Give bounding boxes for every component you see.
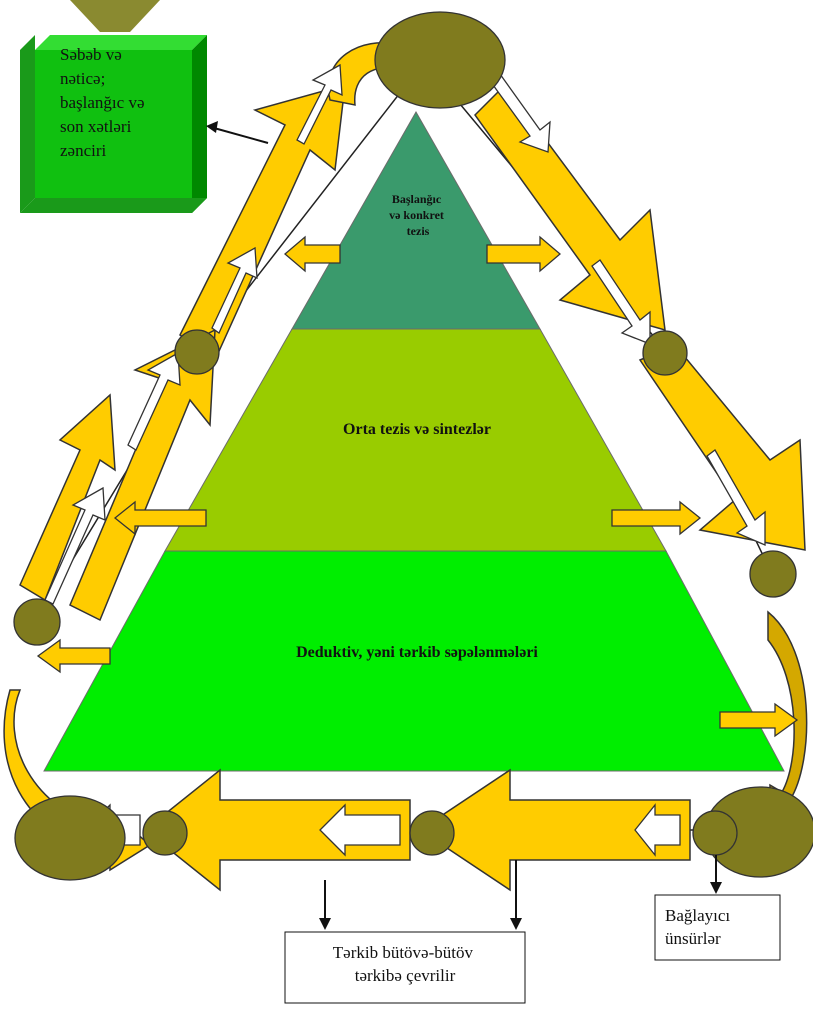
left-side-arrows <box>19 83 346 622</box>
white-arrow-bottom-2 <box>319 803 401 857</box>
node-right-lower <box>749 550 797 598</box>
whole-to-whole-line-1: Tərkib bütövə-bütöv <box>333 943 474 962</box>
tier-arrow-top-left <box>283 235 341 273</box>
node-bottom-left-large <box>14 795 126 881</box>
connectors-line-2: ünsürlər <box>665 929 721 948</box>
cause-effect-line-5: zənciri <box>60 141 107 160</box>
white-arrow-left-1 <box>296 63 343 145</box>
right-arrow-lower <box>638 344 806 551</box>
tier-arrow-bottom-right <box>719 702 799 738</box>
pyramid-bottom-tier <box>43 550 785 772</box>
green-box-top <box>35 35 207 50</box>
bottom-arrows <box>143 768 691 892</box>
pyramid: Başlanğıc və konkret tezis Orta tezis və… <box>43 110 785 772</box>
whole-to-whole-box <box>284 931 526 1004</box>
pyramid-top-label: Başlanğıc və konkret tezis <box>389 192 447 238</box>
node-left-lower <box>13 598 61 646</box>
tier-arrow-middle-right <box>611 500 702 536</box>
pyramid-top-label-line-1: Başlanğıc <box>392 192 442 206</box>
pyramid-middle-label: Orta tezis və sintezlər <box>343 421 491 438</box>
cause-effect-pointer <box>213 127 269 144</box>
tier-arrow-bottom-left <box>36 638 111 674</box>
connector-nodes <box>13 11 813 881</box>
node-bottom-2 <box>409 810 455 856</box>
connectors-line-1: Bağlayıcı <box>665 906 730 925</box>
whole-to-whole-text: Tərkib bütövə-bütöv tərkibə çevrilir <box>333 943 477 985</box>
bottom-arrow-right <box>418 768 691 892</box>
bottom-arrow-left <box>143 768 411 892</box>
cause-effect-line-3: başlanğıc və <box>60 93 145 112</box>
green-box-side <box>192 35 207 213</box>
green-box-front <box>35 50 192 198</box>
connectors-callout: Bağlayıcı ünsürlər <box>654 855 781 961</box>
connectors-text: Bağlayıcı ünsürlər <box>665 906 734 948</box>
white-arrow-bottom-1 <box>634 803 681 857</box>
pyramid-bottom-label: Deduktiv, yəni tərkib səpələnmələri <box>296 644 538 661</box>
node-bottom-3 <box>692 810 738 856</box>
whole-pointer-right-head <box>510 918 522 930</box>
node-bottom-1 <box>142 810 188 856</box>
cause-effect-line-4: son xətləri <box>60 117 132 136</box>
connectors-box <box>654 894 781 961</box>
right-side-arrows <box>474 83 806 551</box>
whole-pointer-left-head <box>319 918 331 930</box>
cause-effect-line-1: Səbəb və <box>60 45 122 64</box>
node-right-upper <box>642 330 688 376</box>
tier-arrows <box>36 235 799 738</box>
tier-arrow-middle-left <box>113 500 207 536</box>
white-arrow-left-3 <box>127 351 181 451</box>
green-box-bottom <box>20 198 207 213</box>
white-arrow-left-2 <box>211 246 258 334</box>
tier-arrow-top-right <box>486 235 562 273</box>
left-arrow-upper <box>179 83 346 362</box>
pyramid-top-tier <box>291 110 541 330</box>
whole-to-whole-line-2: tərkibə çevrilir <box>355 966 456 985</box>
pyramid-top-label-line-2: və konkret <box>389 208 444 222</box>
whole-to-whole-callout: Tərkib bütövə-bütöv tərkibə çevrilir <box>284 860 526 1004</box>
funnel-shape <box>70 0 160 32</box>
node-left-upper <box>174 329 220 375</box>
white-arrow-right-3 <box>706 449 766 546</box>
pyramid-middle-tier <box>164 328 667 552</box>
white-arrow-right-2 <box>591 259 651 345</box>
cause-effect-callout: Səbəb və nəticə; başlanğıc və son xətlər… <box>20 0 269 213</box>
white-arrow-left-4 <box>44 486 106 605</box>
cause-effect-text: Səbəb və nəticə; başlanğıc və son xətlər… <box>60 45 149 160</box>
connectors-pointer-head <box>710 882 722 894</box>
green-box-left <box>20 35 35 213</box>
left-arrow-small <box>19 393 116 602</box>
pyramid-top-label-line-3: tezis <box>407 224 430 238</box>
cause-effect-line-2: nəticə; <box>60 69 105 88</box>
cause-effect-pointer-head <box>206 121 218 133</box>
node-top-large <box>374 11 506 109</box>
